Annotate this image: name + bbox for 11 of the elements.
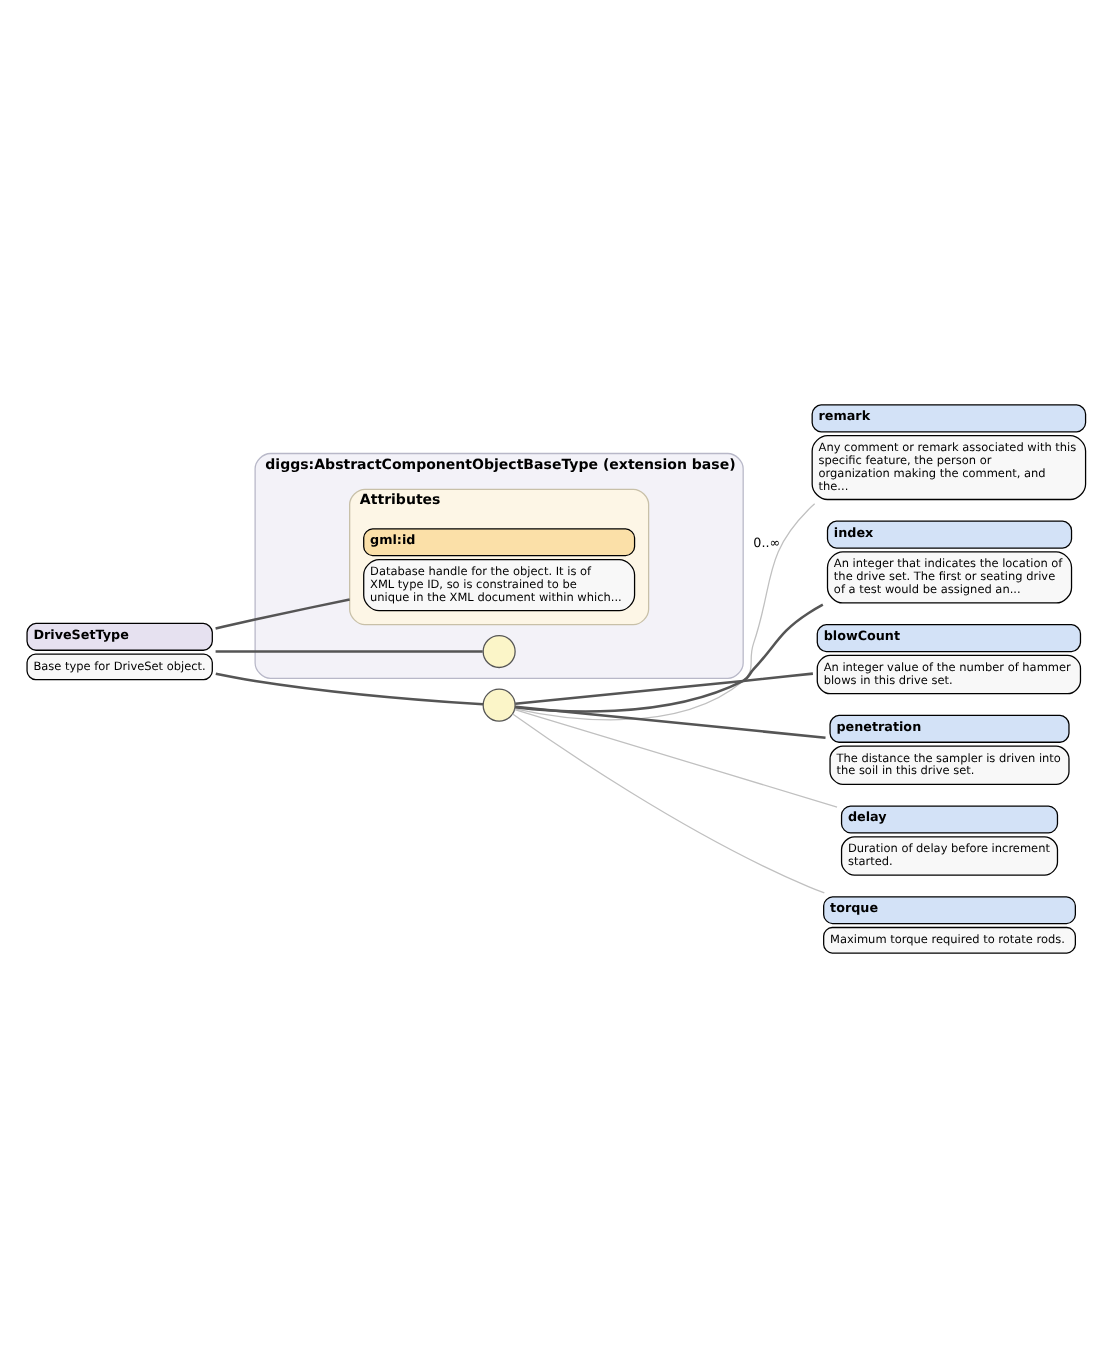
connector <box>514 707 838 807</box>
connector <box>514 502 816 720</box>
connector <box>215 649 483 652</box>
node-circle <box>482 633 516 668</box>
connector <box>215 671 484 705</box>
connector <box>215 597 350 629</box>
node-circle <box>482 687 516 721</box>
connector <box>515 704 826 738</box>
connector <box>514 602 824 712</box>
connector <box>515 671 814 705</box>
connector <box>512 712 825 893</box>
